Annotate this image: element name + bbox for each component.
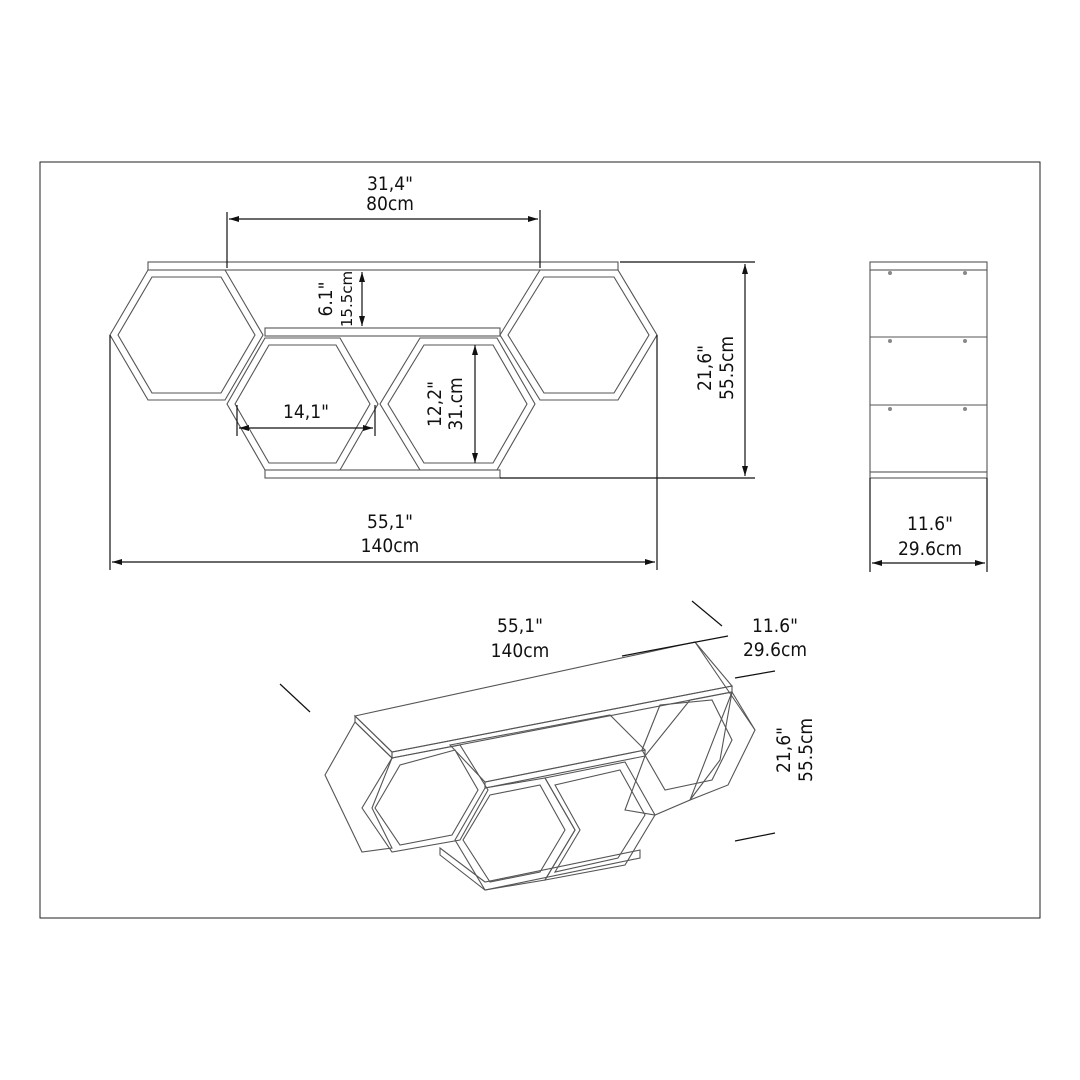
dim-total-width-cm: 140cm xyxy=(361,535,420,557)
hex-cell-center-right xyxy=(379,337,536,471)
dim-total-height-inch: 21,6" xyxy=(694,345,716,391)
hexagon-cells xyxy=(109,269,658,471)
iso-middle-shelf xyxy=(448,714,647,783)
dim-depth-inch: 11.6" xyxy=(907,513,953,535)
screw-holes xyxy=(888,271,967,411)
side-view: 11.6" 29.6cm xyxy=(869,261,988,572)
hex-cell-right xyxy=(499,269,658,401)
iso-width-inch: 55,1" xyxy=(497,615,543,637)
drawing-frame xyxy=(39,161,1041,919)
dim-cell-height-inch: 12,2" xyxy=(424,381,446,427)
dim-cell-width-inch: 14,1" xyxy=(283,401,329,423)
dim-top-gap-inch: 6.1" xyxy=(315,281,337,316)
dim-total-width-inch: 55,1" xyxy=(367,511,413,533)
dim-depth-cm: 29.6cm xyxy=(898,538,962,560)
front-view: 31,4" 80cm 6.1" 15.5cm 14,1" 12,2" 31.cm… xyxy=(109,173,755,570)
iso-depth-inch: 11.6" xyxy=(752,615,798,637)
dim-total-height-cm: 55.5cm xyxy=(716,336,738,400)
iso-width-extension xyxy=(621,635,729,657)
iso-height-inch: 21,6" xyxy=(773,727,795,773)
middle-shelf xyxy=(264,327,501,337)
dim-cell-height-cm: 31.cm xyxy=(445,377,467,430)
iso-height-cm: 55.5cm xyxy=(795,718,817,782)
iso-width-cm: 140cm xyxy=(491,640,550,662)
iso-depth-cm: 29.6cm xyxy=(743,639,807,661)
bottom-shelf xyxy=(264,469,501,479)
top-shelf xyxy=(147,261,619,271)
hex-cell-left xyxy=(109,269,264,401)
dim-top-gap-cm: 15.5cm xyxy=(338,271,356,327)
dim-top-span-cm: 80cm xyxy=(366,193,414,215)
hex-cell-center-left xyxy=(226,337,379,471)
iso-bottom-shelf xyxy=(439,846,641,891)
isometric-view: 55,1" 140cm 11.6" 29.6cm 21,6" 55.5cm xyxy=(279,600,817,891)
dim-top-span-inch: 31,4" xyxy=(367,173,413,195)
